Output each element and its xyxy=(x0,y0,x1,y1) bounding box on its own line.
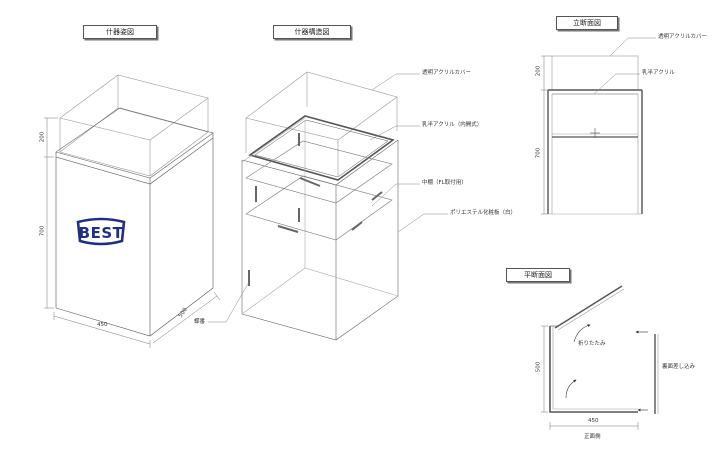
dim-plan-width: 450 xyxy=(588,418,599,424)
appearance-body xyxy=(55,138,214,337)
structure-view xyxy=(241,71,399,341)
title-plan-section: 平断面図 xyxy=(506,268,570,282)
best-logo: BEST xyxy=(76,217,126,246)
plan-section xyxy=(541,285,659,430)
title-structure: 什器構造図 xyxy=(273,25,351,39)
dim-app-width: 450 xyxy=(97,322,108,328)
dim-sec-cover-h: 200 xyxy=(535,65,542,77)
label-polyester-board: ポリエステル化粧板（白） xyxy=(450,210,517,216)
appearance-view xyxy=(44,74,221,348)
leader-lines xyxy=(208,73,448,323)
dim-app-cover-h: 200 xyxy=(39,131,46,143)
dim-plan-depth: 500 xyxy=(535,361,542,373)
structure-body xyxy=(241,117,399,341)
appearance-acrylic-cover xyxy=(59,74,209,177)
label-front-side: 正面側 xyxy=(584,434,601,440)
label-section-clear-acrylic-cover: 透明アクリルカバー xyxy=(658,34,708,40)
label-middle-shelf: 中棚（FL取付用） xyxy=(422,180,467,186)
best-logo-text: BEST xyxy=(79,224,124,242)
elev-cover xyxy=(551,55,639,91)
label-back-insert: 裏面差し込み xyxy=(662,364,696,370)
label-fold: 折りたたみ xyxy=(578,341,606,347)
elevation-section xyxy=(541,37,656,215)
title-elevation-section: 立断面図 xyxy=(556,16,618,30)
label-section-milky-acrylic: 乳半アクリル xyxy=(642,70,675,76)
structure-hinges xyxy=(248,133,300,286)
appearance-dimensions xyxy=(44,117,221,348)
dim-app-body-h: 700 xyxy=(39,225,46,237)
dim-sec-body-h: 700 xyxy=(535,147,542,159)
title-appearance: 什器姿図 xyxy=(83,25,157,39)
structure-middle-shelf xyxy=(245,140,393,241)
label-milky-acrylic-inner-door: 乳半アクリル（内開式） xyxy=(422,122,483,128)
label-clear-acrylic-cover: 透明アクリルカバー xyxy=(422,70,472,76)
label-hinge: 蝶番 xyxy=(194,319,206,325)
structure-inner-door xyxy=(248,115,395,181)
structure-acrylic-cover xyxy=(245,71,398,176)
